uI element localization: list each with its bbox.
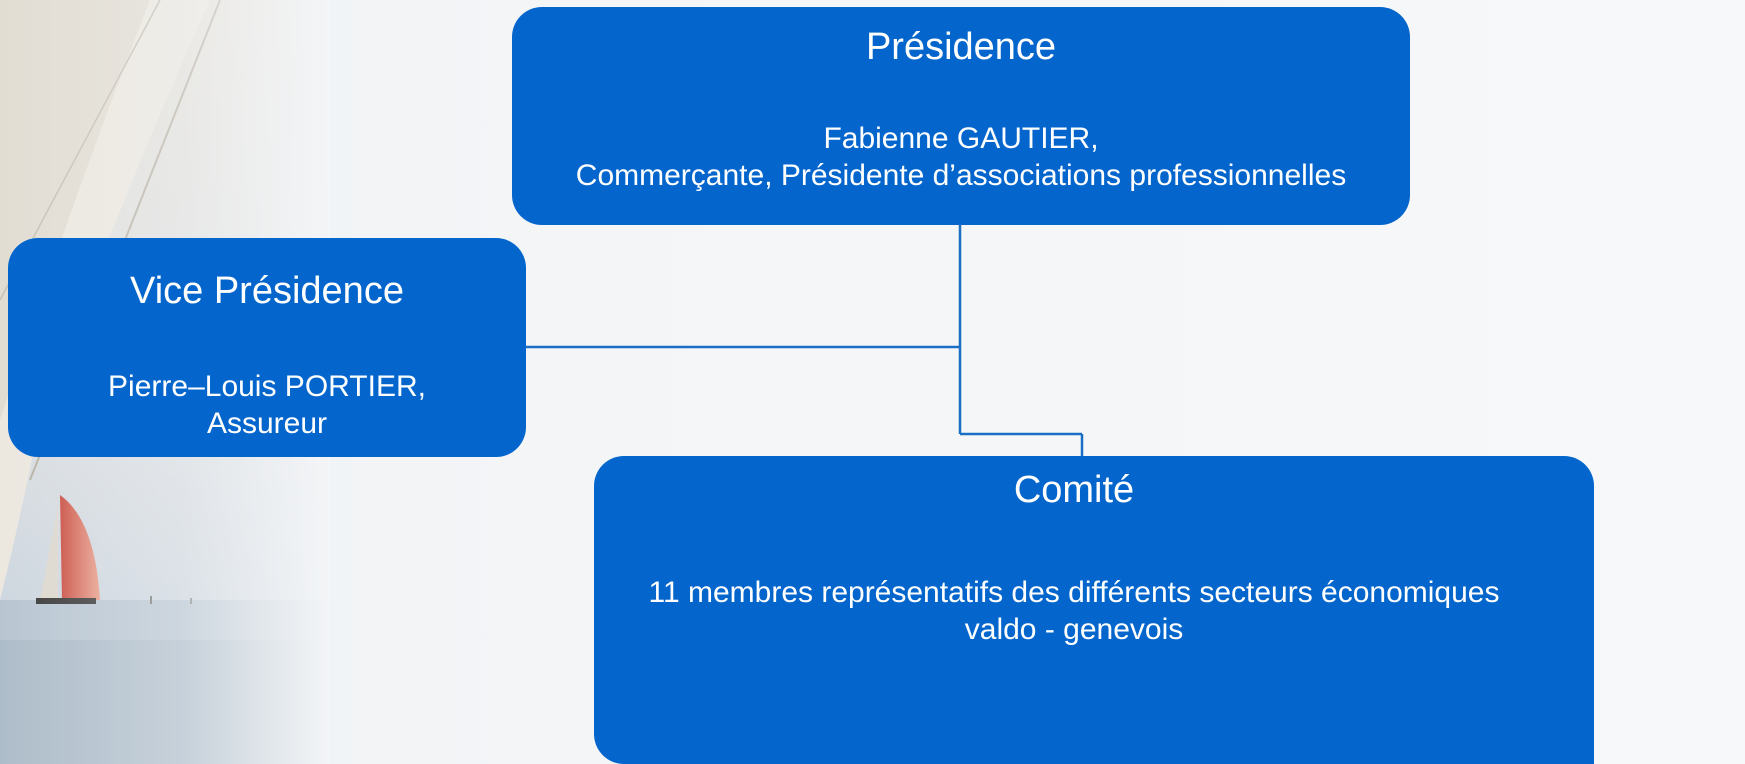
presidence-body: Fabienne GAUTIER, Commerçante, Président… xyxy=(512,69,1410,194)
comite-box: Comité 11 membres représentatifs des dif… xyxy=(594,456,1594,764)
vice-presidence-title: Vice Présidence xyxy=(130,270,404,312)
comite-body: 11 membres représentatifs des différents… xyxy=(594,512,1594,648)
vice-presidence-role: Assureur xyxy=(206,407,328,440)
presidence-role: Commerçante, Présidente d’associations p… xyxy=(575,159,1347,192)
background-photo xyxy=(0,0,330,764)
comite-region: valdo - genevois xyxy=(964,613,1184,646)
comite-title: Comité xyxy=(1013,469,1135,511)
presidence-name: Fabienne GAUTIER, xyxy=(823,122,1099,155)
vice-presidence-box: Vice Présidence Pierre–Louis PORTIER, As… xyxy=(8,238,526,457)
presidence-title: Présidence xyxy=(865,26,1057,68)
sailboat-photo xyxy=(0,0,330,764)
presidence-box: Présidence Fabienne GAUTIER, Commerçante… xyxy=(512,7,1410,225)
vice-presidence-name: Pierre–Louis PORTIER, xyxy=(108,370,426,403)
comite-description: 11 membres représentatifs des différents… xyxy=(648,576,1500,609)
vice-presidence-body: Pierre–Louis PORTIER, Assureur xyxy=(8,313,526,442)
